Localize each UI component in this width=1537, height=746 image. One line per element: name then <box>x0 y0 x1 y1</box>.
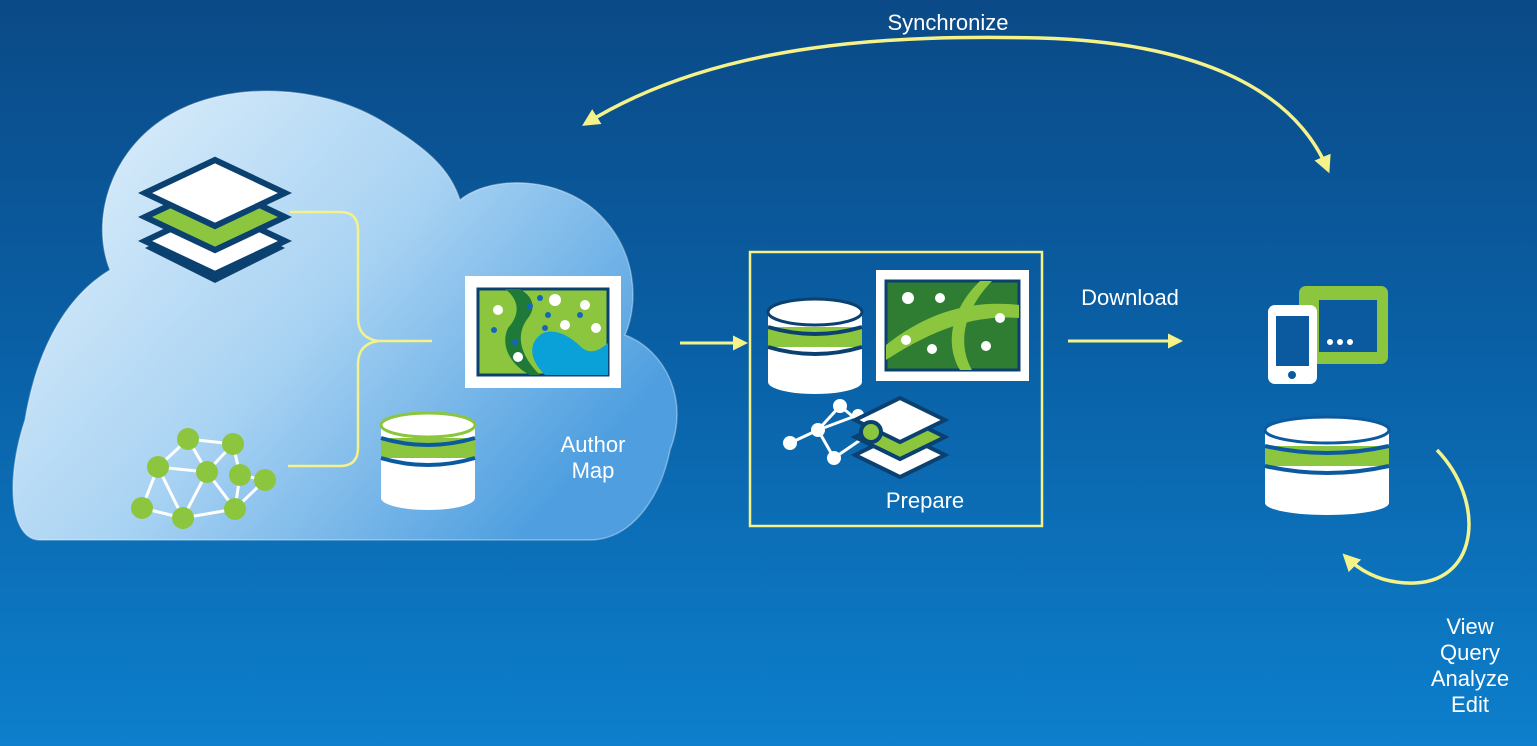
download-label: Download <box>1081 285 1179 310</box>
prepare-box <box>748 250 1044 528</box>
merge-bracket <box>288 210 432 468</box>
database-icon <box>379 411 477 510</box>
synchronize-label: Synchronize <box>887 10 1009 35</box>
database-icon <box>766 297 864 394</box>
action-query: Query <box>1440 640 1500 665</box>
mobile-devices-icon <box>1268 286 1388 384</box>
map-icon <box>876 270 1029 381</box>
actions-label: View Query Analyze Edit <box>1410 614 1530 718</box>
synchronize-arrow <box>582 35 1331 174</box>
action-edit: Edit <box>1451 692 1489 717</box>
author-map-label-line1: Author <box>560 432 626 457</box>
network-graph-icon <box>131 428 276 529</box>
layer-stack-icon <box>137 156 293 283</box>
cycle-arrow <box>1342 448 1471 585</box>
prepare-label: Prepare <box>885 488 965 513</box>
action-analyze: Analyze <box>1430 666 1510 691</box>
map-icon <box>465 276 621 388</box>
author-map-label: Author Map <box>548 432 638 484</box>
network-layers-icon <box>783 395 950 480</box>
database-icon <box>1263 415 1391 515</box>
author-map-label-line2: Map <box>571 458 615 483</box>
action-view: View <box>1446 614 1494 639</box>
